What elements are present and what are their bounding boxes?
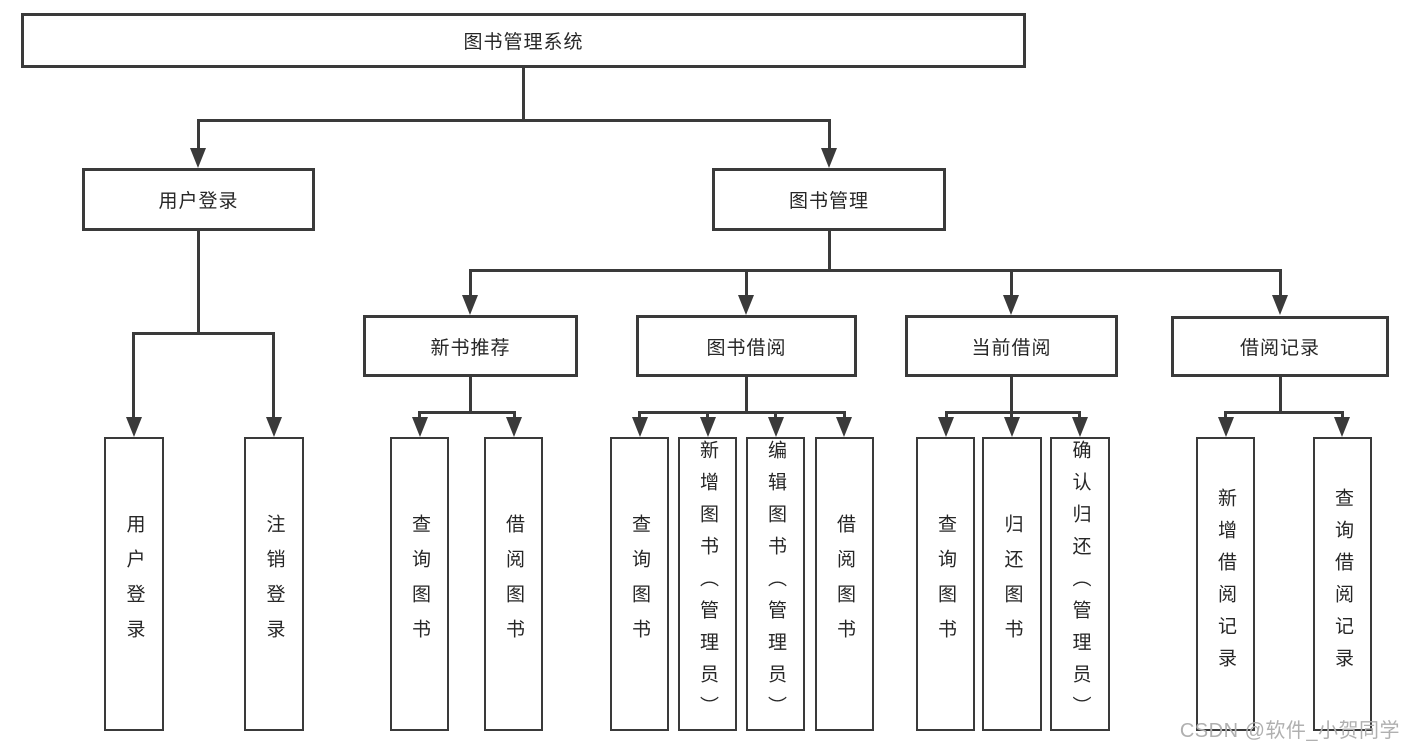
connector-to-logout-leaf [272,334,275,419]
node-root: 图书管理系统 [21,13,1026,68]
arrow-down-icon [462,295,478,315]
connector-leaf-stub [1224,411,1227,419]
node-query-books-borrowing: 查询图书 [610,437,669,731]
arrow-down-icon [190,148,206,168]
node-query-borrow-record: 查询借阅记录 [1313,437,1372,731]
node-confirm-return-admin: 确认归还（管理员） [1050,437,1110,731]
arrow-down-icon [821,148,837,168]
arrow-down-icon [1004,417,1020,437]
connector-leaf-stub [843,411,846,419]
arrow-down-icon [126,417,142,437]
node-user-login: 用户登录 [82,168,315,231]
connector-records-horizontal [1224,411,1344,414]
arrow-down-icon [768,417,784,437]
node-new-book-recommend: 新书推荐 [363,315,578,377]
connector-leaf-stub [1078,411,1081,419]
node-borrow-books-borrowing: 借阅图书 [815,437,874,731]
connector-level3-horizontal [469,269,1282,272]
connector-to-borrowing-records [1279,271,1282,297]
arrow-down-icon [836,417,852,437]
connector-leaf-stub [774,411,777,419]
arrow-down-icon [1218,417,1234,437]
connector-leaf-stub [1010,411,1013,419]
connector-leaf-stub [638,411,641,419]
node-return-books: 归还图书 [982,437,1042,731]
connector-book-management-down [828,231,831,272]
node-logout-leaf: 注销登录 [244,437,304,731]
connector-level2-horizontal [197,119,831,122]
connector-records-down [1279,377,1282,413]
node-edit-books-admin: 编辑图书（管理员） [746,437,805,731]
arrow-down-icon [1272,295,1288,315]
connector-to-new-book-recommend [469,271,472,297]
node-add-books-admin: 新增图书（管理员） [678,437,737,731]
connector-leaf-stub [513,411,516,419]
node-book-management: 图书管理 [712,168,946,231]
node-borrowing-records: 借阅记录 [1171,316,1389,377]
arrow-down-icon [738,295,754,315]
node-borrow-books-recommend: 借阅图书 [484,437,543,731]
connector-current-down [1010,377,1013,413]
connector-to-current-borrowing [1010,271,1013,297]
connector-root-down [522,68,525,122]
arrow-down-icon [506,417,522,437]
node-book-borrowing: 图书借阅 [636,315,857,377]
node-query-books-recommend: 查询图书 [390,437,449,731]
connector-user-login-horizontal [132,332,275,335]
connector-recommend-horizontal [418,411,516,414]
connector-recommend-down [469,377,472,413]
node-query-books-current: 查询图书 [916,437,975,731]
arrow-down-icon [1003,295,1019,315]
arrow-down-icon [266,417,282,437]
node-current-borrowing: 当前借阅 [905,315,1118,377]
csdn-watermark: CSDN @软件_小贺同学 [1179,720,1400,742]
arrow-down-icon [1072,417,1088,437]
arrow-down-icon [1334,417,1350,437]
connector-to-book-borrowing [745,271,748,297]
connector-leaf-stub [706,411,709,419]
arrow-down-icon [412,417,428,437]
connector-leaf-stub [1341,411,1344,419]
connector-to-user-login [197,119,200,150]
connector-to-user-login-leaf [132,334,135,419]
node-user-login-leaf: 用户登录 [104,437,164,731]
arrow-down-icon [632,417,648,437]
connector-borrowing-horizontal [638,411,846,414]
arrow-down-icon [938,417,954,437]
connector-user-login-down [197,231,200,335]
node-add-borrow-record: 新增借阅记录 [1196,437,1255,731]
arrow-down-icon [700,417,716,437]
connector-leaf-stub [418,411,421,419]
connector-borrowing-down [745,377,748,413]
connector-to-book-management [828,119,831,150]
connector-leaf-stub [945,411,948,419]
connector-current-horizontal [945,411,1081,414]
